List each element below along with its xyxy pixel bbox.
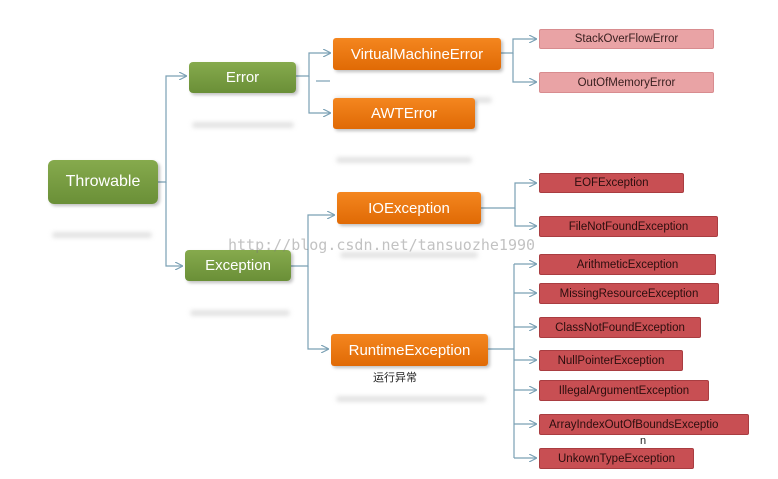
node-runtime-exception: RuntimeException	[331, 334, 488, 366]
node-stack-overflow-error: StackOverFlowError	[539, 29, 714, 49]
node-illegal-argument-exception: IllegalArgumentException	[539, 380, 709, 401]
node-out-of-memory-error: OutOfMemoryError	[539, 72, 714, 93]
connector-vme-stackoverflow	[501, 39, 536, 54]
connector-error-awt	[308, 76, 330, 113]
connector-runtime-trunk	[488, 264, 515, 458]
node-unknown-type-exception: UnkownTypeException	[539, 448, 694, 469]
node-exception: Exception	[185, 250, 291, 281]
node-missing-resource-exception: MissingResourceException	[539, 283, 719, 304]
connector-throwable-exception	[165, 182, 182, 266]
reflection-bar	[336, 157, 472, 163]
node-array-index-out-of-bounds-exception: ArrayIndexOutOfBoundsExceptio	[539, 414, 749, 435]
connector-error-vme	[296, 53, 330, 77]
node-io-exception: IOException	[337, 192, 481, 224]
connector-throwable-error	[158, 76, 186, 183]
node-class-not-found-exception: ClassNotFoundException	[539, 317, 701, 338]
reflection-bar	[190, 310, 290, 316]
node-null-pointer-exception: NullPointerException	[539, 350, 683, 371]
node-arithmetic-exception: ArithmeticException	[539, 254, 716, 275]
node-eof-exception: EOFException	[539, 173, 684, 193]
connector-exception-runtime	[307, 266, 328, 349]
node-awt-error: AWTError	[333, 98, 475, 129]
watermark-text: http://blog.csdn.net/tansuozhe1990	[228, 236, 536, 254]
reflection-bar	[340, 252, 478, 258]
connector-io-filenotfound	[514, 208, 536, 226]
node-virtual-machine-error: VirtualMachineError	[333, 38, 501, 70]
connector-io-eof	[481, 183, 536, 209]
node-error: Error	[189, 62, 296, 93]
node-throwable: Throwable	[48, 160, 158, 204]
overflow-char: n	[640, 435, 647, 447]
reflection-bar	[336, 396, 486, 402]
reflection-bar	[52, 232, 152, 238]
connector-vme-outofmemory	[512, 53, 536, 82]
node-file-not-found-exception: FileNotFoundException	[539, 216, 718, 237]
reflection-bar	[192, 122, 294, 128]
runtime-note: 运行异常	[373, 372, 417, 384]
connector-exception-io	[291, 215, 334, 267]
